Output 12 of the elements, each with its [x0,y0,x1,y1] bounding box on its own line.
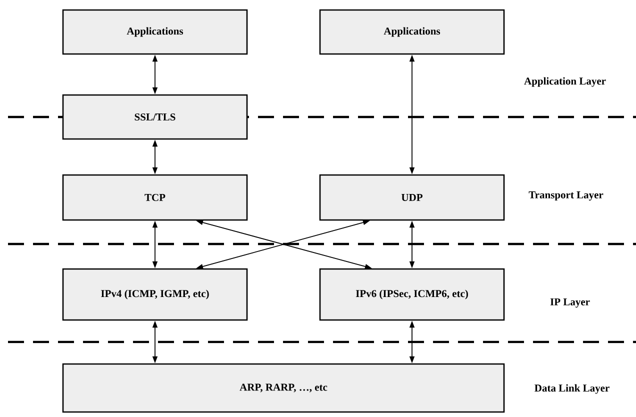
layer-label: IP Layer [550,298,590,308]
layer-box: IPv4 (ICMP, IGMP, etc) [62,268,248,321]
layer-box: SSL/TLS [62,94,248,140]
layer-label: Transport Layer [528,191,604,201]
layer-box: Applications [62,9,248,55]
layer-box: UDP [319,174,505,221]
layer-label: Application Layer [524,77,606,87]
layer-box: IPv6 (IPSec, ICMP6, etc) [319,268,505,321]
layer-box: ARP, RARP, …, etc [62,363,505,413]
layer-label: Data Link Layer [534,384,610,394]
layer-box: TCP [62,174,248,221]
layer-box: Applications [319,9,505,55]
